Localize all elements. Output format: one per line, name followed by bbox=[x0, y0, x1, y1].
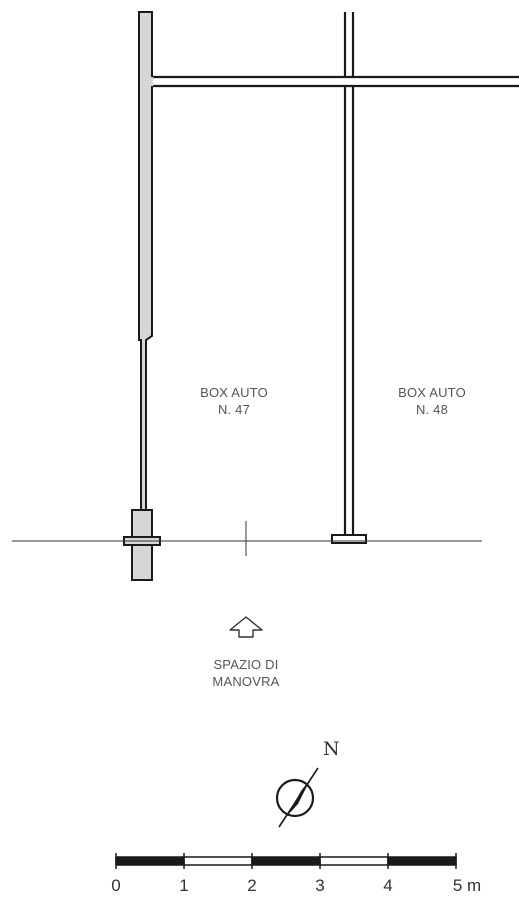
scale-tick-4: 4 bbox=[383, 876, 393, 895]
right-wall-foot bbox=[331, 534, 367, 544]
up-arrow-icon bbox=[229, 616, 263, 638]
maneuver-line-1: SPAZIO DI bbox=[213, 657, 279, 672]
left-pillar bbox=[123, 509, 161, 581]
right-wall bbox=[343, 12, 355, 535]
maneuver-line-2: MANOVRA bbox=[212, 674, 280, 689]
scale-tick-5: 5 m bbox=[452, 876, 482, 895]
top-wall bbox=[152, 75, 519, 88]
scale-tick-1: 1 bbox=[179, 876, 189, 895]
box-48-title: BOX AUTO bbox=[398, 385, 466, 400]
box-48-label: BOX AUTO N. 48 bbox=[378, 384, 486, 418]
left-wall bbox=[138, 11, 154, 511]
scale-tick-2: 2 bbox=[247, 876, 257, 895]
maneuver-label: SPAZIO DI MANOVRA bbox=[186, 656, 306, 690]
north-label: N bbox=[323, 738, 340, 760]
scale-tick-3: 3 bbox=[315, 876, 325, 895]
box-47-label: BOX AUTO N. 47 bbox=[182, 384, 286, 418]
scale-tick-0: 0 bbox=[111, 876, 121, 895]
box-47-title: BOX AUTO bbox=[200, 385, 268, 400]
box-47-number: N. 47 bbox=[217, 402, 251, 417]
compass-icon bbox=[275, 767, 319, 828]
scale-bar bbox=[115, 853, 457, 869]
box-48-number: N. 48 bbox=[415, 402, 449, 417]
